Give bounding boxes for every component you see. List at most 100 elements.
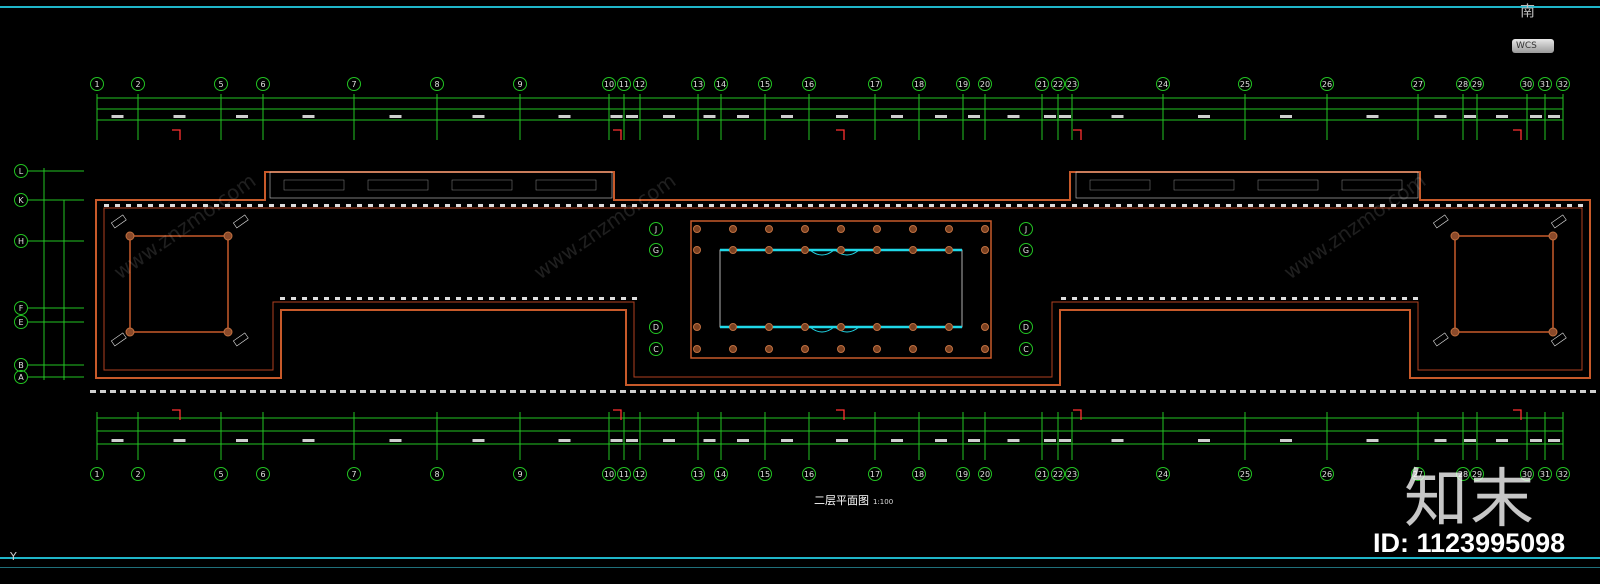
hall-column [945,323,953,331]
bottom-dim-tick [1580,390,1586,393]
hall-column [837,246,845,254]
axis-bubble-29: 29 [1470,77,1484,91]
axis-circle [1156,467,1170,481]
row-axis-E: E [14,315,28,329]
axis-bubble-2: 2 [131,467,145,481]
dimension-text [1007,439,1020,442]
wall-tick [280,204,285,207]
bottom-dim-tick [1360,390,1366,393]
hall-column [693,345,701,353]
dimension-text [610,115,623,118]
bottom-dim-tick [360,390,366,393]
terrace-strip [269,171,613,199]
stair-block [1341,179,1403,191]
hall-column [801,345,809,353]
axis-label: 29 [1472,470,1482,479]
wall-tick [896,204,901,207]
axis-bubble-29: 29 [1470,467,1484,481]
bottom-dim-tick [980,390,986,393]
hall-column [693,323,701,331]
dimension-text [935,439,947,442]
dimension-text [1530,439,1542,442]
axis-circle [1411,467,1425,481]
axis-bubble-2: 2 [131,77,145,91]
axis-circle [912,467,926,481]
wall-tick [962,204,967,207]
wall-tick [1314,297,1319,300]
dimension-text [472,439,485,442]
wall-tick [104,204,109,207]
dimension-text [1111,115,1124,118]
stair-block [1173,179,1235,191]
axis-circle [1556,467,1570,481]
bottom-dim-tick [240,390,246,393]
axis-circle [1520,77,1534,91]
axis-bubble-17: 17 [868,467,882,481]
wall-tick [214,204,219,207]
axis-label: 11 [619,80,629,89]
pavilion-column [223,327,233,337]
pavilion-column [125,327,135,337]
wall-tick [1160,297,1165,300]
axis-bubble-12: 12 [633,467,647,481]
wall-tick [1369,204,1374,207]
wall-tick [500,297,505,300]
wall-tick [1325,204,1330,207]
bottom-dim-tick [860,390,866,393]
axis-circle [691,77,705,91]
wall-tick [885,204,890,207]
pavilion [129,235,229,333]
bottom-dim-tick [870,390,876,393]
axis-label: 20 [980,80,990,89]
wall-tick [1369,297,1374,300]
stair-block [367,179,429,191]
inner-axis-J: J [1019,222,1033,236]
wall-tick [467,204,472,207]
axis-circle [649,342,663,356]
wall-tick [566,297,571,300]
axis-label: 18 [914,470,924,479]
wall-tick [533,204,538,207]
axis-bubble-26: 26 [1320,467,1334,481]
bottom-dim-tick [740,390,746,393]
wall-tick [1292,297,1297,300]
inner-axis-C: C [649,342,663,356]
wall-tick [1303,204,1308,207]
pavilion-column [223,231,233,241]
axis-bubble-25: 25 [1238,77,1252,91]
axis-bubble-7: 7 [347,467,361,481]
axis-circle [1156,77,1170,91]
axis-circle [868,77,882,91]
wcs-button[interactable]: WCS [1512,39,1554,53]
section-mark [1513,409,1522,420]
wall-tick [1325,297,1330,300]
axis-circle [430,467,444,481]
wall-tick [357,204,362,207]
bottom-dim-tick [1180,390,1186,393]
axis-label: D [653,323,659,332]
bottom-dim-tick [430,390,436,393]
wall-tick [1380,297,1385,300]
pavilion [1454,235,1554,333]
wall-tick [654,204,659,207]
hall-column [837,323,845,331]
wall-tick [313,297,318,300]
bottom-dim-tick [660,390,666,393]
dimension-text [1434,115,1447,118]
bottom-dim-tick [770,390,776,393]
axis-label: 27 [1413,80,1423,89]
bottom-dim-tick [1500,390,1506,393]
viewcube-compass-south[interactable]: 南 [1520,2,1536,20]
watermark-site-text: www.znzmo.com [529,168,680,284]
bottom-dim-tick [1520,390,1526,393]
row-axis-B: B [14,358,28,372]
wall-tick [1138,204,1143,207]
axis-circle [758,77,772,91]
axis-circle [513,77,527,91]
bottom-dim-tick [760,390,766,393]
section-mark [613,409,622,420]
wall-tick [984,204,989,207]
inner-axis-J: J [649,222,663,236]
wall-tick [610,204,615,207]
